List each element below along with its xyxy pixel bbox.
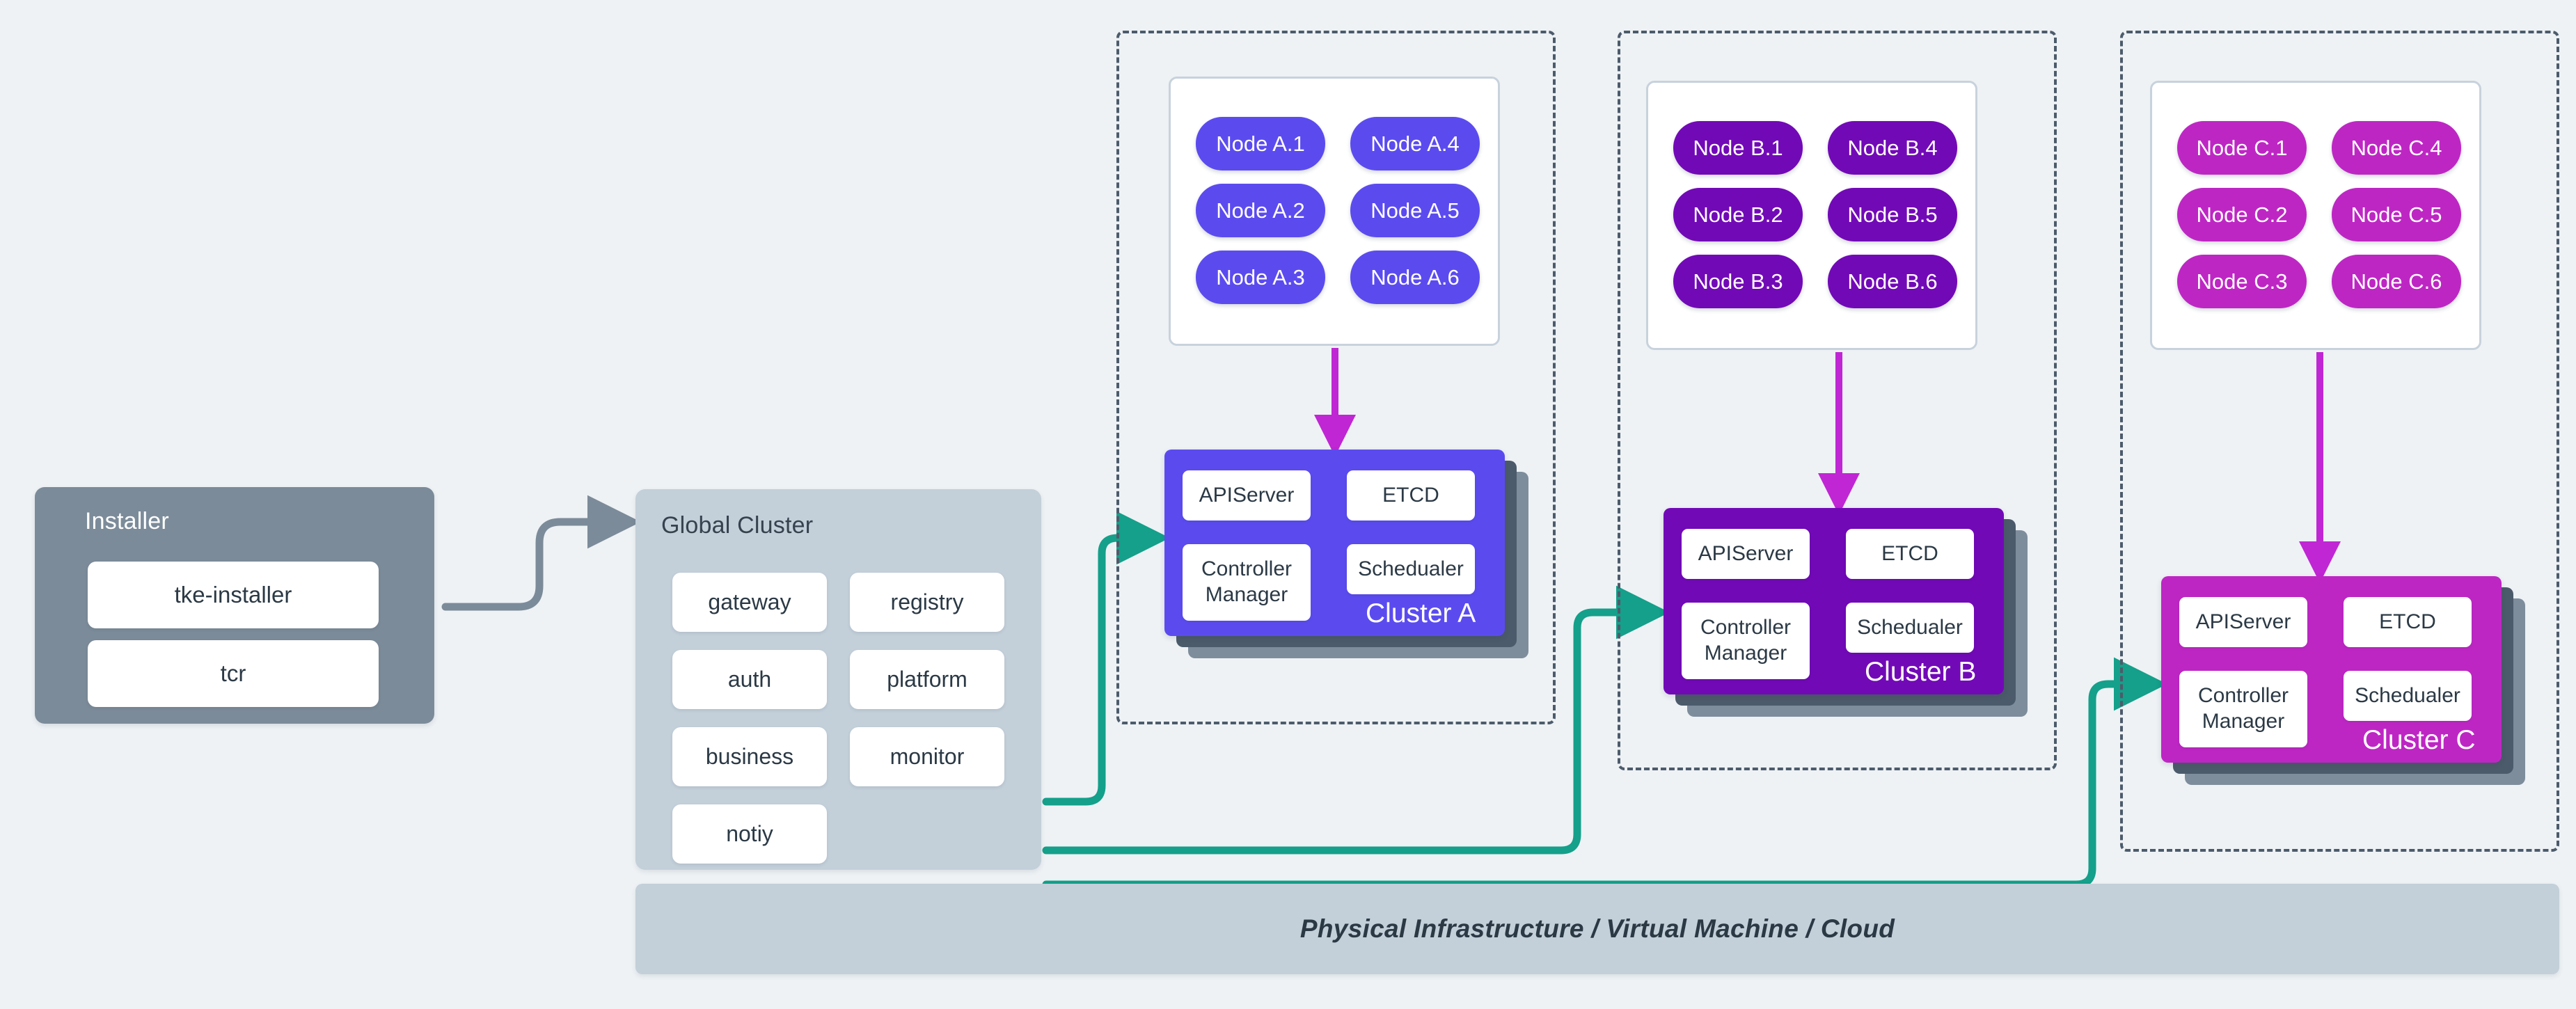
global-cluster-item-auth[interactable]: auth xyxy=(672,650,827,709)
global-cluster-item-gateway[interactable]: gateway xyxy=(672,573,827,632)
global-cluster-item-monitor[interactable]: monitor xyxy=(850,727,1004,786)
node-item[interactable]: Node A.5 xyxy=(1350,184,1480,237)
node-item[interactable]: Node C.4 xyxy=(2332,121,2461,175)
cluster-c-scheduler[interactable]: Schedualer xyxy=(2344,671,2472,721)
cluster-b-scheduler[interactable]: Schedualer xyxy=(1846,603,1974,653)
node-item[interactable]: Node B.3 xyxy=(1673,255,1803,308)
cluster-b-label: Cluster B xyxy=(1865,657,1977,687)
node-item[interactable]: Node B.1 xyxy=(1673,121,1803,175)
node-item[interactable]: Node C.5 xyxy=(2332,188,2461,241)
global-cluster-item-registry[interactable]: registry xyxy=(850,573,1004,632)
cluster-a-scheduler[interactable]: Schedualer xyxy=(1347,544,1475,594)
cluster-b-controller-manager[interactable]: Controller Manager xyxy=(1682,603,1810,679)
installer-item-tcr[interactable]: tcr xyxy=(88,640,379,707)
node-item[interactable]: Node B.5 xyxy=(1828,188,1957,241)
global-cluster-item-notiy[interactable]: notiy xyxy=(672,804,827,864)
cluster-c-etcd[interactable]: ETCD xyxy=(2344,597,2472,647)
node-item[interactable]: Node B.2 xyxy=(1673,188,1803,241)
cluster-c-control-plane-card: APIServer ETCD Controller Manager Schedu… xyxy=(2161,576,2502,763)
cluster-a-controller-manager[interactable]: Controller Manager xyxy=(1183,544,1311,621)
global-cluster-panel: Global Cluster gateway registry auth pla… xyxy=(635,489,1041,870)
installer-panel: Installer tke-installer tcr xyxy=(35,487,434,724)
node-item[interactable]: Node C.3 xyxy=(2177,255,2307,308)
infrastructure-bar: Physical Infrastructure / Virtual Machin… xyxy=(635,884,2559,974)
node-item[interactable]: Node C.6 xyxy=(2332,255,2461,308)
cluster-b-control-plane-card: APIServer ETCD Controller Manager Schedu… xyxy=(1664,508,2004,694)
node-item[interactable]: Node C.1 xyxy=(2177,121,2307,175)
cluster-a-etcd[interactable]: ETCD xyxy=(1347,470,1475,521)
global-cluster-item-platform[interactable]: platform xyxy=(850,650,1004,709)
global-cluster-item-business[interactable]: business xyxy=(672,727,827,786)
node-item[interactable]: Node A.1 xyxy=(1196,117,1325,170)
cluster-b-etcd[interactable]: ETCD xyxy=(1846,529,1974,579)
node-item[interactable]: Node A.2 xyxy=(1196,184,1325,237)
cluster-a-control-plane-card: APIServer ETCD Controller Manager Schedu… xyxy=(1164,450,1505,636)
cluster-c-label: Cluster C xyxy=(2362,725,2476,755)
node-item[interactable]: Node C.2 xyxy=(2177,188,2307,241)
cluster-a-apiserver[interactable]: APIServer xyxy=(1183,470,1311,521)
installer-item-tke-installer[interactable]: tke-installer xyxy=(88,562,379,628)
cluster-a-node-pool: Node A.1 Node A.4 Node A.2 Node A.5 Node… xyxy=(1169,77,1500,346)
cluster-c-apiserver[interactable]: APIServer xyxy=(2179,597,2307,647)
cluster-a-zone xyxy=(1116,31,1556,724)
node-item[interactable]: Node A.4 xyxy=(1350,117,1480,170)
cluster-c-node-pool: Node C.1 Node C.4 Node C.2 Node C.5 Node… xyxy=(2150,81,2481,350)
cluster-b-node-pool: Node B.1 Node B.4 Node B.2 Node B.5 Node… xyxy=(1646,81,1977,350)
node-item[interactable]: Node A.6 xyxy=(1350,251,1480,304)
cluster-b-zone xyxy=(1618,31,2057,770)
installer-title: Installer xyxy=(85,508,169,534)
connector-installer-to-global xyxy=(441,495,641,611)
cluster-c-zone xyxy=(2120,31,2559,852)
node-item[interactable]: Node A.3 xyxy=(1196,251,1325,304)
cluster-a-label: Cluster A xyxy=(1366,598,1476,628)
global-cluster-title: Global Cluster xyxy=(661,512,814,539)
infrastructure-label: Physical Infrastructure / Virtual Machin… xyxy=(1299,914,1895,943)
node-item[interactable]: Node B.4 xyxy=(1828,121,1957,175)
node-item[interactable]: Node B.6 xyxy=(1828,255,1957,308)
cluster-b-apiserver[interactable]: APIServer xyxy=(1682,529,1810,579)
cluster-c-controller-manager[interactable]: Controller Manager xyxy=(2179,671,2307,747)
